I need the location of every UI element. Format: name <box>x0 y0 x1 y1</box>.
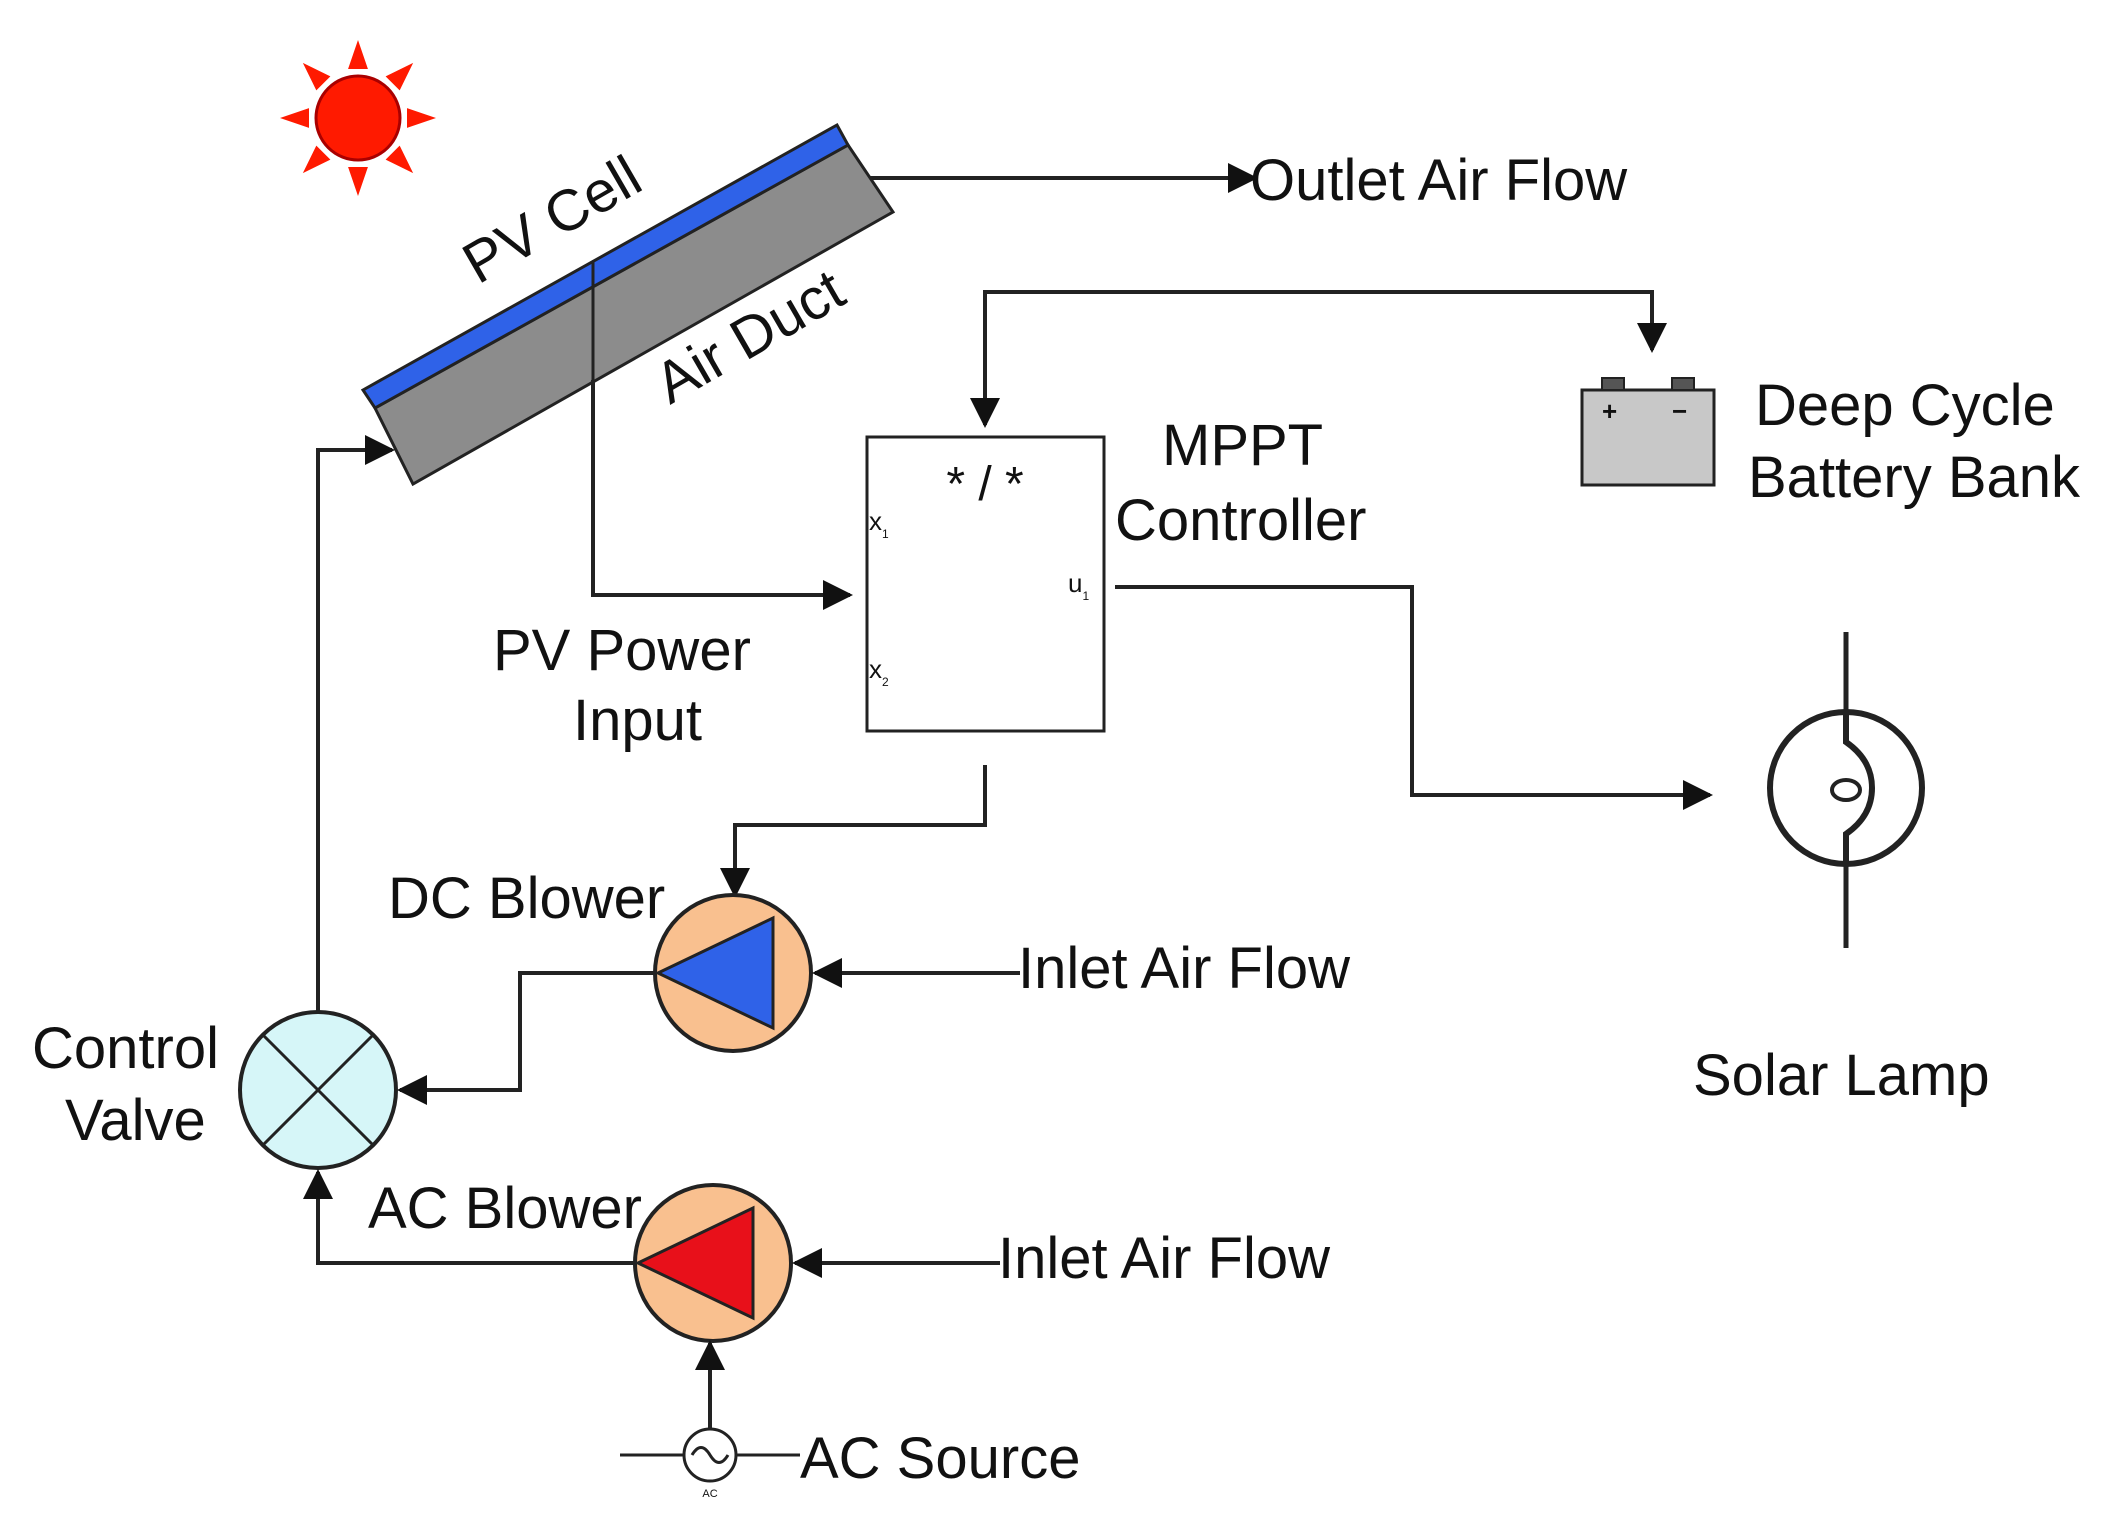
ac-to-valve-arrow <box>303 1169 635 1265</box>
valve-to-panel-arrow <box>316 435 395 1012</box>
control-valve-label-line2: Valve <box>65 1088 206 1153</box>
battery-link-arrow <box>983 290 1667 395</box>
sun-icon <box>280 40 436 196</box>
dc-blower-label: DC Blower <box>388 866 665 931</box>
ac-source-label: AC Source <box>800 1426 1080 1491</box>
mppt-controller: * / * x1 x2 u1 <box>865 435 1106 733</box>
lamp-feed-arrow <box>1115 585 1713 810</box>
ac-source-icon: AC <box>620 1427 800 1500</box>
battery-plus: + <box>1602 396 1617 426</box>
battery-label-line1: Deep Cycle <box>1755 373 2055 438</box>
dc-to-valve-arrow <box>397 971 655 1105</box>
dc-inlet-air-flow-label: Inlet Air Flow <box>1018 936 1351 1001</box>
control-valve-icon <box>238 1010 398 1170</box>
dc-blower-icon <box>653 893 813 1053</box>
mppt-label-line1: MPPT <box>1162 413 1323 478</box>
sun-ray <box>348 40 368 69</box>
ac-source-sublabel: AC <box>702 1488 717 1500</box>
pv-power-arrow <box>591 380 853 610</box>
ac-blower-label: AC Blower <box>368 1176 642 1241</box>
ac-inlet-air-flow-label: Inlet Air Flow <box>998 1226 1331 1291</box>
sun-ray <box>407 108 436 128</box>
sun-ray <box>302 145 331 174</box>
pv-power-label-line1: PV Power <box>493 618 751 683</box>
mppt-output-1: u1 <box>1068 568 1089 603</box>
mppt-input-2: x2 <box>869 654 889 689</box>
battery-icon: + − <box>1580 377 1716 487</box>
sun-ray <box>385 62 414 91</box>
outlet-air-flow-label: Outlet Air Flow <box>1250 148 1628 213</box>
control-valve-label-line1: Control <box>32 1016 219 1081</box>
mppt-label-line2: Controller <box>1115 488 1366 553</box>
solar-lamp-label: Solar Lamp <box>1693 1043 1990 1108</box>
ac-blower-icon <box>633 1183 793 1343</box>
sun-ray <box>348 167 368 196</box>
sun-ray <box>385 145 414 174</box>
pv-panel <box>360 122 896 487</box>
sun-rays <box>280 40 436 196</box>
battery-minus: − <box>1672 396 1687 426</box>
battery-label-line2: Battery Bank <box>1748 445 2081 510</box>
sun-ray <box>280 108 309 128</box>
solar-lamp-icon <box>1767 632 1925 948</box>
mppt-input-1: x1 <box>869 506 889 541</box>
mppt-operation: * / * <box>946 458 1023 511</box>
dc-blower-feed-arrow <box>720 765 987 898</box>
pv-power-label-line2: Input <box>573 688 702 753</box>
pv-cell <box>360 122 851 410</box>
sun-ray <box>302 62 331 91</box>
